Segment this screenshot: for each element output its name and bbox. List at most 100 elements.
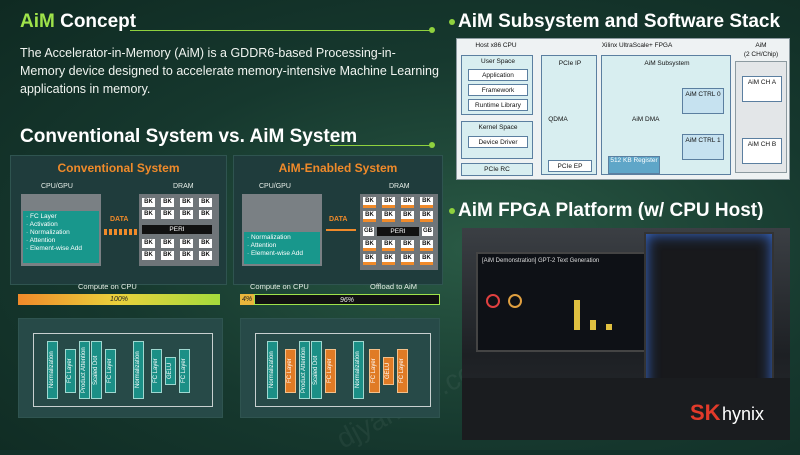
block: FC Layer — [325, 349, 336, 393]
bank: BK — [420, 240, 433, 251]
runtime-box: Runtime Library — [468, 99, 528, 111]
block: Normalization — [353, 341, 364, 399]
bank: BK — [363, 211, 376, 222]
block: Scaled Dot — [311, 341, 322, 399]
platform-title-dot — [449, 208, 455, 214]
conventional-title: Conventional System — [57, 161, 180, 175]
concept-text: The Accelerator-in-Memory (AiM) is a GDD… — [20, 46, 439, 96]
dram-box: BK BK BK BK BK BK BK BK PERI BK BK BK BK… — [139, 194, 219, 266]
peri: PERI — [377, 227, 419, 236]
bank: BK — [420, 211, 433, 222]
block: GELU — [165, 357, 176, 385]
qdma: QDMA — [548, 116, 568, 123]
flow-outline — [33, 333, 213, 407]
dram-box: BK BK BK BK BK BK BK BK GB PERI GB BK BK… — [360, 194, 438, 270]
block: Normalization — [133, 341, 144, 399]
bank: BK — [401, 254, 414, 265]
global-buffer: GB — [363, 227, 374, 236]
bank: BK — [401, 197, 414, 208]
bar-visual — [590, 320, 596, 330]
aim-cpu-bar: 4% — [240, 294, 254, 305]
bank: BK — [363, 254, 376, 265]
block: FC Layer — [65, 349, 76, 393]
bank: BK — [161, 251, 174, 260]
kernel-space: Kernel Space Device Driver — [461, 121, 533, 159]
aim-dma: AiM DMA — [632, 116, 660, 123]
block: Product Attention — [299, 341, 310, 399]
bank: BK — [142, 251, 155, 260]
bank: BK — [363, 197, 376, 208]
comparison-title-dot — [429, 142, 435, 148]
framework-box: Framework — [468, 84, 528, 96]
aim-flow: Normalization FC Layer Product Attention… — [240, 318, 440, 418]
sk-logo: SK — [690, 400, 721, 425]
compute-cpu-label: Compute on CPU — [78, 282, 137, 291]
ch-a-box: AiM CH A — [742, 76, 782, 102]
data-label: DATA — [110, 216, 129, 223]
bar-visual — [574, 300, 580, 330]
conventional-panel: Conventional System CPU/GPU DRAM · FC La… — [10, 155, 227, 285]
global-buffer: GB — [422, 227, 433, 236]
register-box: 512 KB Register — [608, 156, 660, 174]
block: FC Layer — [105, 349, 116, 393]
platform-photo: [AiM Demonstration] GPT-2 Text Generatio… — [462, 228, 790, 440]
cpu-ops: · Normalization· Attention· Element-wise… — [244, 232, 320, 264]
table — [462, 378, 790, 440]
gauge — [508, 294, 522, 308]
bank: BK — [142, 198, 155, 207]
ch-b-box: AiM CH B — [742, 138, 782, 164]
user-space: User Space Application Framework Runtime… — [461, 55, 533, 115]
data-flow-arrow — [326, 229, 356, 231]
pcie-ip: PCIe IP QDMA PCIe EP — [541, 55, 597, 175]
aim-chip: AiM CH A AiM CH B — [735, 61, 787, 173]
device-driver-box: Device Driver — [468, 136, 528, 148]
dram-label: DRAM — [389, 183, 410, 190]
block: FC Layer — [285, 349, 296, 393]
dram-label: DRAM — [173, 183, 194, 190]
bank: BK — [199, 239, 212, 248]
bank: BK — [382, 211, 395, 222]
host-label: Host x86 CPU — [475, 42, 517, 49]
block: FC Layer — [179, 349, 190, 393]
aim-title: AiM-Enabled System — [278, 161, 398, 175]
bank: BK — [401, 240, 414, 251]
data-flow-dots — [104, 229, 138, 235]
cpu-label: CPU/GPU — [41, 183, 73, 190]
compute-cpu-label: Compute on CPU — [250, 282, 309, 291]
aim-chip-sub: (2 CH/Chip) — [743, 51, 779, 58]
pcie-ep-box: PCIe EP — [548, 160, 592, 172]
cpu-ops: · FC Layer· Activation· Normalization· A… — [23, 211, 99, 263]
aim-chip-label: AiM — [755, 42, 767, 49]
bank: BK — [382, 254, 395, 265]
bank: BK — [161, 239, 174, 248]
screen-title: [AiM Demonstration] GPT-2 Text Generatio… — [482, 258, 600, 264]
cpu-label: CPU/GPU — [259, 183, 291, 190]
monitor: [AiM Demonstration] GPT-2 Text Generatio… — [476, 252, 646, 352]
stack-title: AiM Subsystem and Software Stack — [458, 11, 781, 32]
block: FC Layer — [397, 349, 408, 393]
bank: BK — [382, 197, 395, 208]
block: Normalization — [267, 341, 278, 399]
bank: BK — [142, 239, 155, 248]
bar-visual — [606, 324, 612, 330]
bank: BK — [420, 197, 433, 208]
aim-panel: AiM-Enabled System CPU/GPU DRAM · Normal… — [233, 155, 443, 285]
bank: BK — [363, 240, 376, 251]
peri: PERI — [142, 225, 212, 234]
bank: BK — [382, 240, 395, 251]
bank: BK — [199, 251, 212, 260]
platform-title: AiM FPGA Platform (w/ CPU Host) — [458, 200, 764, 221]
data-label: DATA — [329, 216, 348, 223]
block: Normalization — [47, 341, 58, 399]
bank: BK — [199, 198, 212, 207]
concept-title-dot — [429, 27, 435, 33]
comparison-title: Conventional System vs. AiM System — [20, 126, 358, 147]
stack-title-dot — [449, 19, 455, 25]
bank: BK — [420, 254, 433, 265]
stack-diagram: Host x86 CPU Xilinx UltraScale+ FPGA AiM… — [456, 38, 790, 180]
offload-label: Offload to AiM — [370, 282, 417, 291]
bank: BK — [401, 211, 414, 222]
pcie-rc-box: PCIe RC — [461, 163, 533, 176]
block: GELU — [383, 357, 394, 385]
bank: BK — [199, 210, 212, 219]
